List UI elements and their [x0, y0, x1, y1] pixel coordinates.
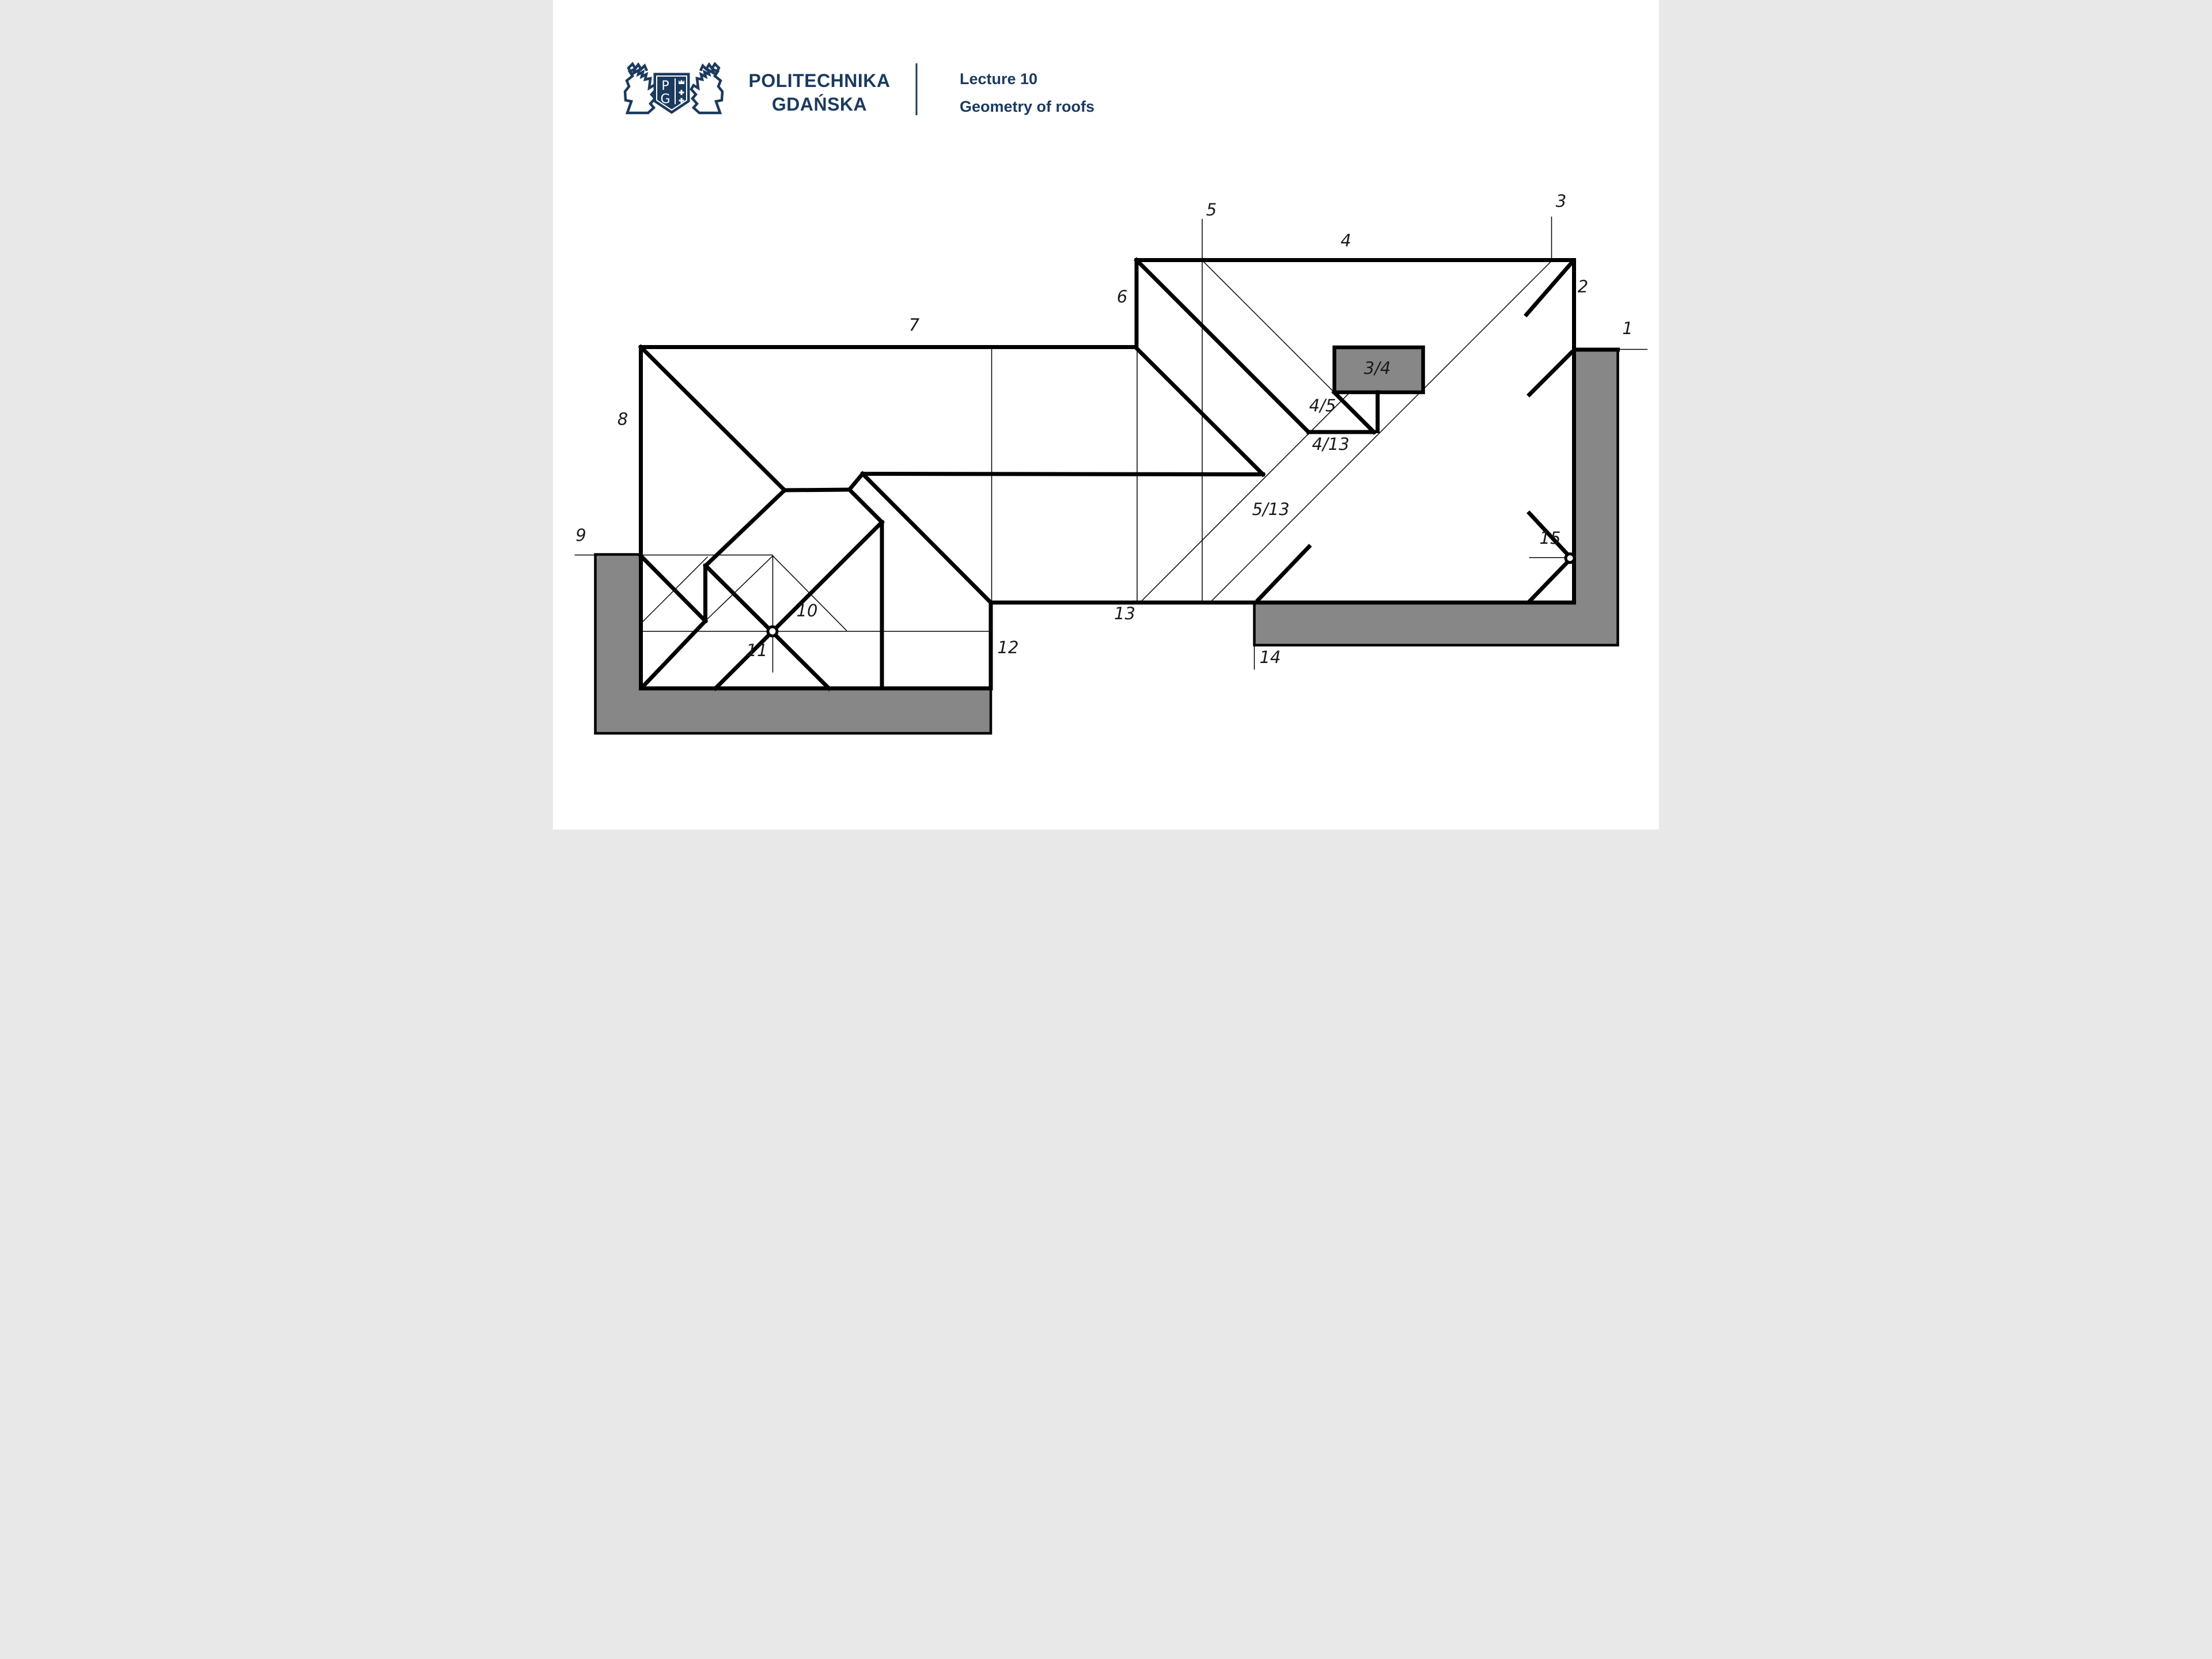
pg-logo-icon: P G — [623, 62, 724, 115]
plan-label-10: 10 — [797, 601, 818, 620]
node-point-10 — [766, 625, 779, 638]
roof-edge-line — [1527, 350, 1574, 397]
plan-label-13: 13 — [1114, 604, 1135, 623]
plan-label-9: 9 — [575, 525, 586, 545]
logo-shield-icon: P G — [653, 73, 690, 114]
plan-label-4-13: 4/13 — [1312, 434, 1349, 454]
plan-label-7: 7 — [909, 315, 920, 335]
roof-edge-line — [713, 519, 885, 691]
roof-edge-line — [638, 344, 787, 493]
plan-label-6: 6 — [1117, 287, 1127, 306]
roof-edge-line — [1331, 389, 1377, 435]
roof-edge-line — [703, 563, 832, 691]
roof-edge-line — [846, 487, 885, 525]
plan-label-15: 15 — [1540, 528, 1561, 548]
roof-edge-line — [1134, 345, 1266, 478]
node-point-15 — [1564, 552, 1576, 564]
lecture-slide: P G POLITECHNIKA GDAŃSKA Lecture 10 Geom… — [553, 0, 1659, 830]
plan-label-2: 2 — [1578, 277, 1588, 297]
header: P G POLITECHNIKA GDAŃSKA Lecture 10 Geom… — [623, 62, 1094, 115]
plan-label-5: 5 — [1206, 200, 1217, 219]
roof-edge-line — [1527, 560, 1570, 604]
slide-canvas: P G POLITECHNIKA GDAŃSKA Lecture 10 Geom… — [574, 62, 1647, 735]
logo-letter-g: G — [660, 92, 670, 107]
university-name-line2: GDAŃSKA — [772, 94, 867, 115]
logo-letter-p: P — [661, 79, 669, 93]
plan-label-1: 1 — [1622, 319, 1633, 338]
plan-label-11: 11 — [747, 641, 768, 660]
roof-edge-line — [860, 471, 1266, 477]
terrace-left — [594, 553, 993, 735]
logo-cross-icon — [679, 90, 684, 95]
roof-edge-line — [1527, 510, 1570, 556]
construction-line — [704, 555, 774, 622]
logo-crown-icon — [679, 79, 684, 84]
roof-edge-line — [846, 471, 866, 493]
roof-edge-line — [1134, 257, 1312, 435]
logo-lion-right-icon — [690, 62, 724, 115]
logo-cross-icon — [679, 98, 684, 103]
plan-label-12: 12 — [998, 638, 1019, 657]
plan-label-3-4: 3/4 — [1364, 358, 1391, 378]
university-name-line1: POLITECHNIKA — [749, 70, 891, 91]
roof-edge-line — [703, 487, 787, 569]
construction-line — [1140, 392, 1351, 603]
plan-label-14: 14 — [1260, 647, 1281, 667]
lecture-subtitle: Geometry of roofs — [960, 98, 1094, 115]
plan-label-3: 3 — [1556, 191, 1566, 211]
plan-label-5-13: 5/13 — [1252, 499, 1289, 519]
logo-lion-left-icon — [623, 62, 658, 115]
construction-line — [1203, 261, 1335, 393]
roof-edge-line — [1524, 260, 1575, 317]
roof-edge-line — [638, 553, 709, 624]
plan-label-8: 8 — [618, 410, 628, 429]
construction-line — [1210, 260, 1552, 603]
roof-edge-line — [1255, 544, 1312, 603]
plan-label-4-5: 4/5 — [1309, 396, 1336, 415]
roof-edge-line — [859, 471, 994, 605]
roof-edge-line — [639, 618, 709, 691]
plan-label-4: 4 — [1340, 231, 1351, 251]
lecture-title: Lecture 10 — [960, 70, 1037, 88]
